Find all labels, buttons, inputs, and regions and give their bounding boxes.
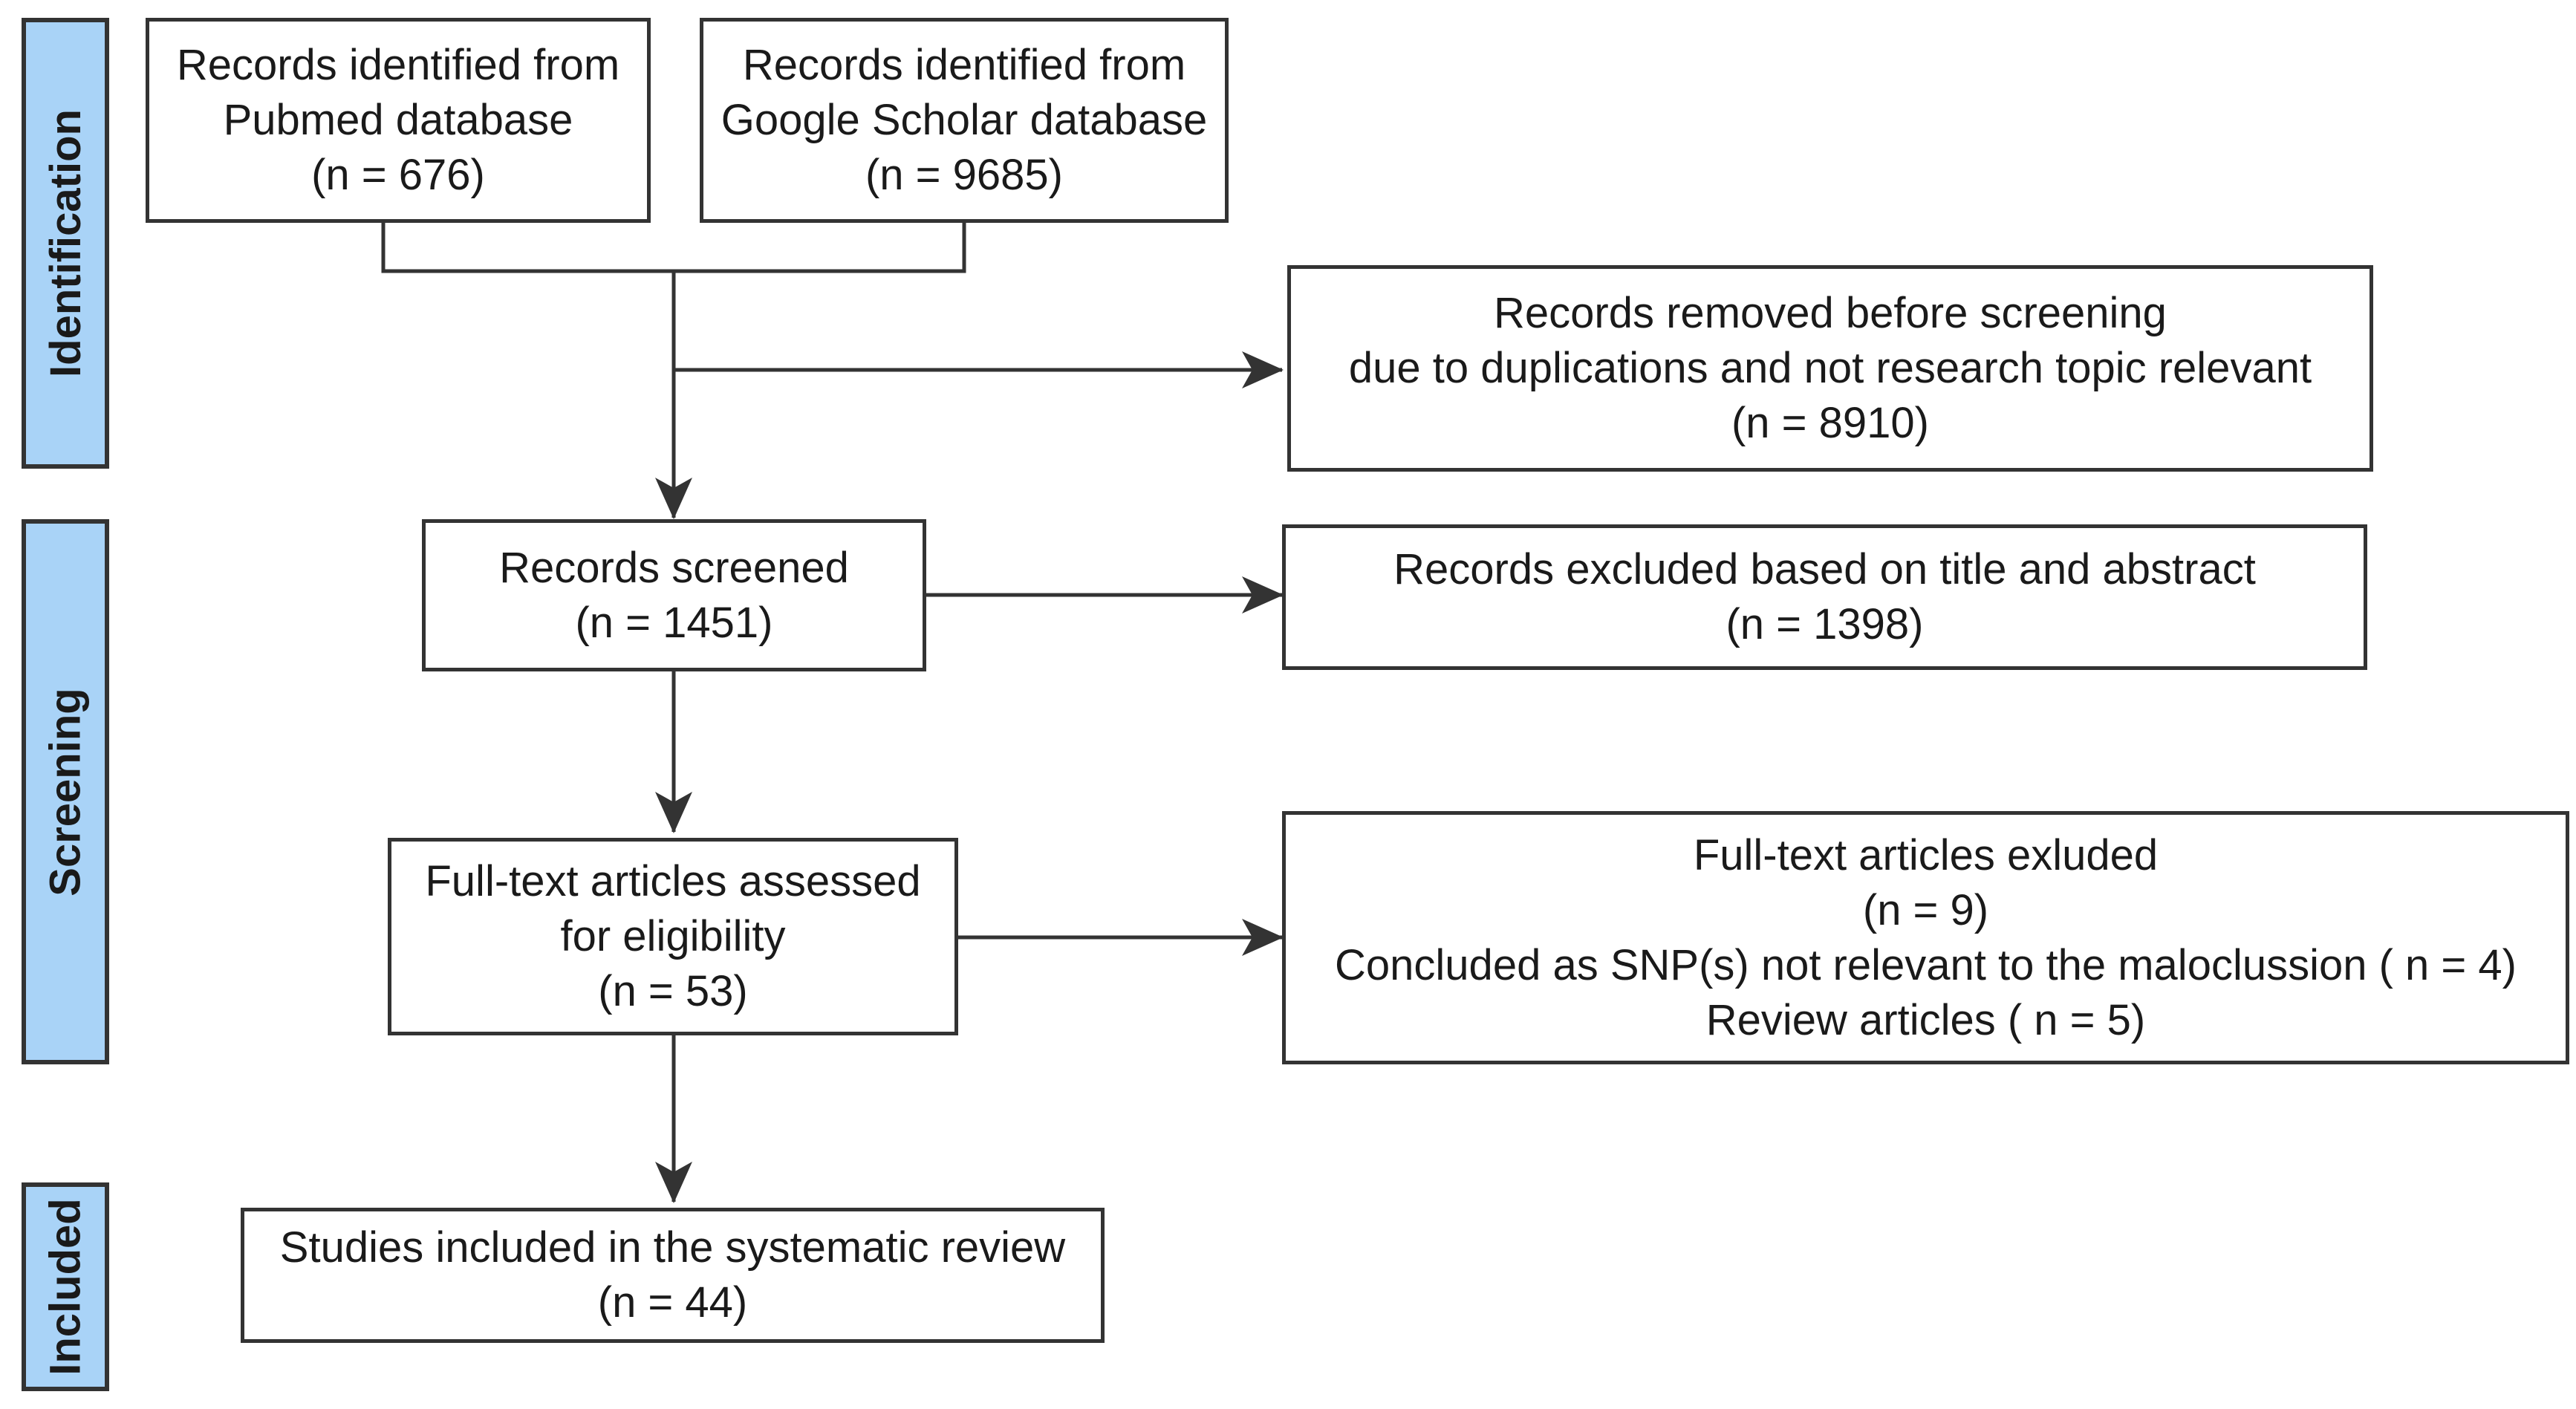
fulltext-assessed-box: Full-text articles assessed for eligibil… — [388, 838, 958, 1035]
removed-records-box: Records removed before screening due to … — [1287, 265, 2373, 472]
stage-screening: Screening — [22, 519, 109, 1064]
stage-included: Included — [22, 1182, 109, 1391]
merge-bracket — [381, 223, 966, 273]
removed-line1: Records removed before screening — [1494, 289, 2167, 337]
screened-line1: Records screened — [499, 543, 849, 592]
stage-screening-label: Screening — [41, 687, 90, 897]
pubmed-line2: Pubmed database — [223, 96, 573, 144]
removed-count: (n = 8910) — [1731, 399, 1929, 447]
scholar-line1: Records identified from — [742, 41, 1186, 89]
included-line1: Studies included in the systematic revie… — [279, 1223, 1066, 1272]
removed-line2: due to duplications and not research top… — [1348, 344, 2312, 392]
pubmed-records-box: Records identified from Pubmed database … — [146, 18, 651, 223]
screened-count: (n = 1451) — [575, 598, 773, 647]
excluded-title-box: Records excluded based on title and abst… — [1282, 524, 2367, 670]
fulltext-excluded-box: Full-text articles exluded (n = 9) Concl… — [1282, 811, 2569, 1064]
studies-included-box: Studies included in the systematic revie… — [241, 1208, 1105, 1343]
fulltext-line2: for eligibility — [560, 912, 786, 960]
fulltext-excluded-review: Review articles ( n = 5) — [1705, 995, 2146, 1044]
fulltext-excluded-snp: Concluded as SNP(s) not relevant to the … — [1335, 940, 2517, 989]
fulltext-excluded-count: (n = 9) — [1862, 885, 1989, 934]
pubmed-line1: Records identified from — [176, 41, 620, 89]
stage-identification: Identification — [22, 18, 109, 469]
scholar-line2: Google Scholar database — [721, 96, 1208, 144]
stage-included-label: Included — [41, 1198, 90, 1376]
excluded-title-line1: Records excluded based on title and abst… — [1393, 545, 2256, 593]
stage-identification-label: Identification — [41, 109, 90, 377]
included-count: (n = 44) — [597, 1278, 748, 1327]
scholar-records-box: Records identified from Google Scholar d… — [700, 18, 1229, 223]
fulltext-excluded-line1: Full-text articles exluded — [1693, 830, 2159, 879]
excluded-title-count: (n = 1398) — [1726, 600, 1924, 648]
scholar-count: (n = 9685) — [865, 151, 1063, 199]
fulltext-line1: Full-text articles assessed — [425, 857, 921, 905]
pubmed-count: (n = 676) — [311, 151, 485, 199]
fulltext-count: (n = 53) — [598, 967, 748, 1015]
screened-records-box: Records screened (n = 1451) — [422, 519, 926, 671]
